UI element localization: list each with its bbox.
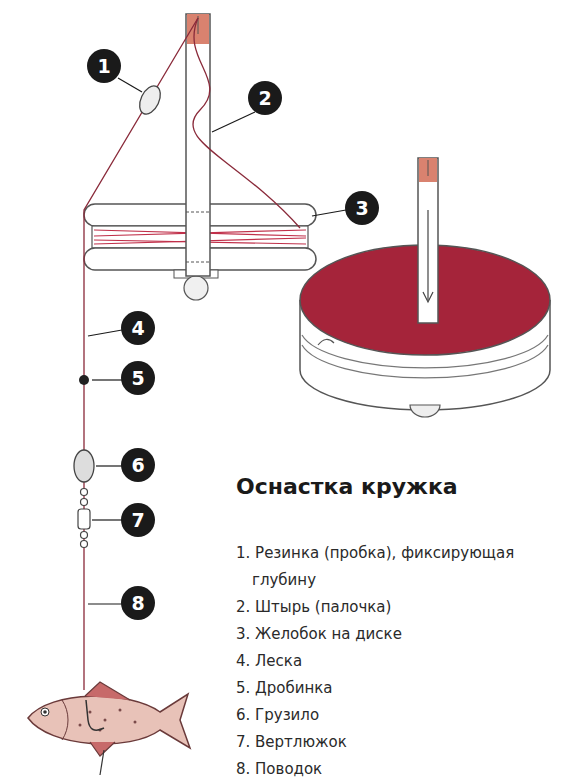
callout-number: 6	[131, 456, 144, 475]
callout-number: 7	[131, 511, 144, 530]
callout-number: 4	[131, 319, 144, 338]
legend-item: 2. Штырь (палочка)	[236, 594, 564, 621]
disk-3d	[300, 158, 550, 417]
swivel	[78, 489, 90, 548]
legend-item: 8. Поводок	[236, 756, 564, 778]
callout-number: 5	[131, 369, 144, 388]
legend-item: 6. Грузило	[236, 702, 564, 729]
legend-item: 7. Вертлюжок	[236, 729, 564, 756]
callout-number: 2	[258, 89, 271, 108]
callout-circle: 1	[87, 49, 121, 83]
callout-circle: 7	[121, 503, 155, 537]
disk-side	[84, 14, 316, 300]
callout-circle: 8	[121, 586, 155, 620]
fishing-line	[84, 18, 300, 690]
legend-item: 1. Резинка (пробка), фиксирующая глубину	[236, 540, 564, 594]
shot	[79, 375, 89, 385]
callout-circle: 5	[121, 361, 155, 395]
stopper	[136, 83, 165, 118]
callout-circle: 4	[121, 311, 155, 345]
diagram-title: Оснастка кружка	[236, 474, 458, 499]
callout-number: 1	[97, 57, 110, 76]
legend-item: 5. Дробинка	[236, 675, 564, 702]
legend-item: 3. Желобок на диске	[236, 621, 564, 648]
callout-circle: 6	[121, 448, 155, 482]
callout-circle: 2	[248, 81, 282, 115]
callout-number: 8	[131, 594, 144, 613]
leader-lines	[88, 78, 346, 604]
legend-item: 4. Леска	[236, 648, 564, 675]
sinker	[74, 450, 94, 482]
bait-fish	[28, 682, 190, 775]
callout-number: 3	[355, 199, 368, 218]
callout-circle: 3	[345, 191, 379, 225]
